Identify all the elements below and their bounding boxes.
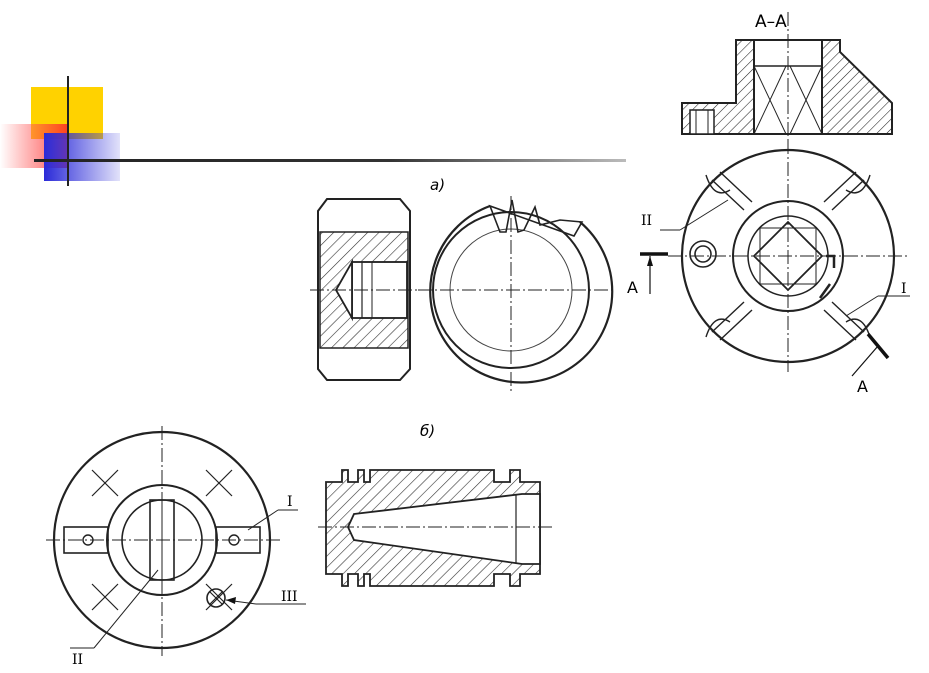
- figure-a-nut: а): [310, 176, 614, 392]
- figure-b-caption: б): [420, 422, 435, 440]
- nut-section-view: [310, 198, 418, 381]
- leader-I-right: I: [901, 281, 907, 297]
- decor-horizontal-rule: [34, 159, 626, 162]
- section-mark-left: A: [627, 278, 638, 297]
- leader-II-right: II: [641, 213, 652, 229]
- section-mark-right: A: [857, 377, 868, 396]
- figure-b-bush: б): [318, 422, 552, 587]
- decor-vertical-rule: [67, 76, 69, 186]
- decor-blue-block: [44, 133, 120, 181]
- figure-a-caption: а): [430, 176, 445, 194]
- leader-I-bottom: I: [287, 494, 293, 510]
- section-title: A–A: [755, 12, 787, 32]
- leader-II-bottom: II: [72, 652, 83, 668]
- leader-III-bottom: III: [281, 589, 298, 605]
- nut-front-view: [418, 196, 614, 392]
- figure-bottom-left-part: I III II: [46, 426, 306, 668]
- figure-right-part: A–A: [627, 12, 910, 396]
- plan-view: A A II I: [627, 140, 910, 396]
- section-a-a-view: [681, 12, 893, 140]
